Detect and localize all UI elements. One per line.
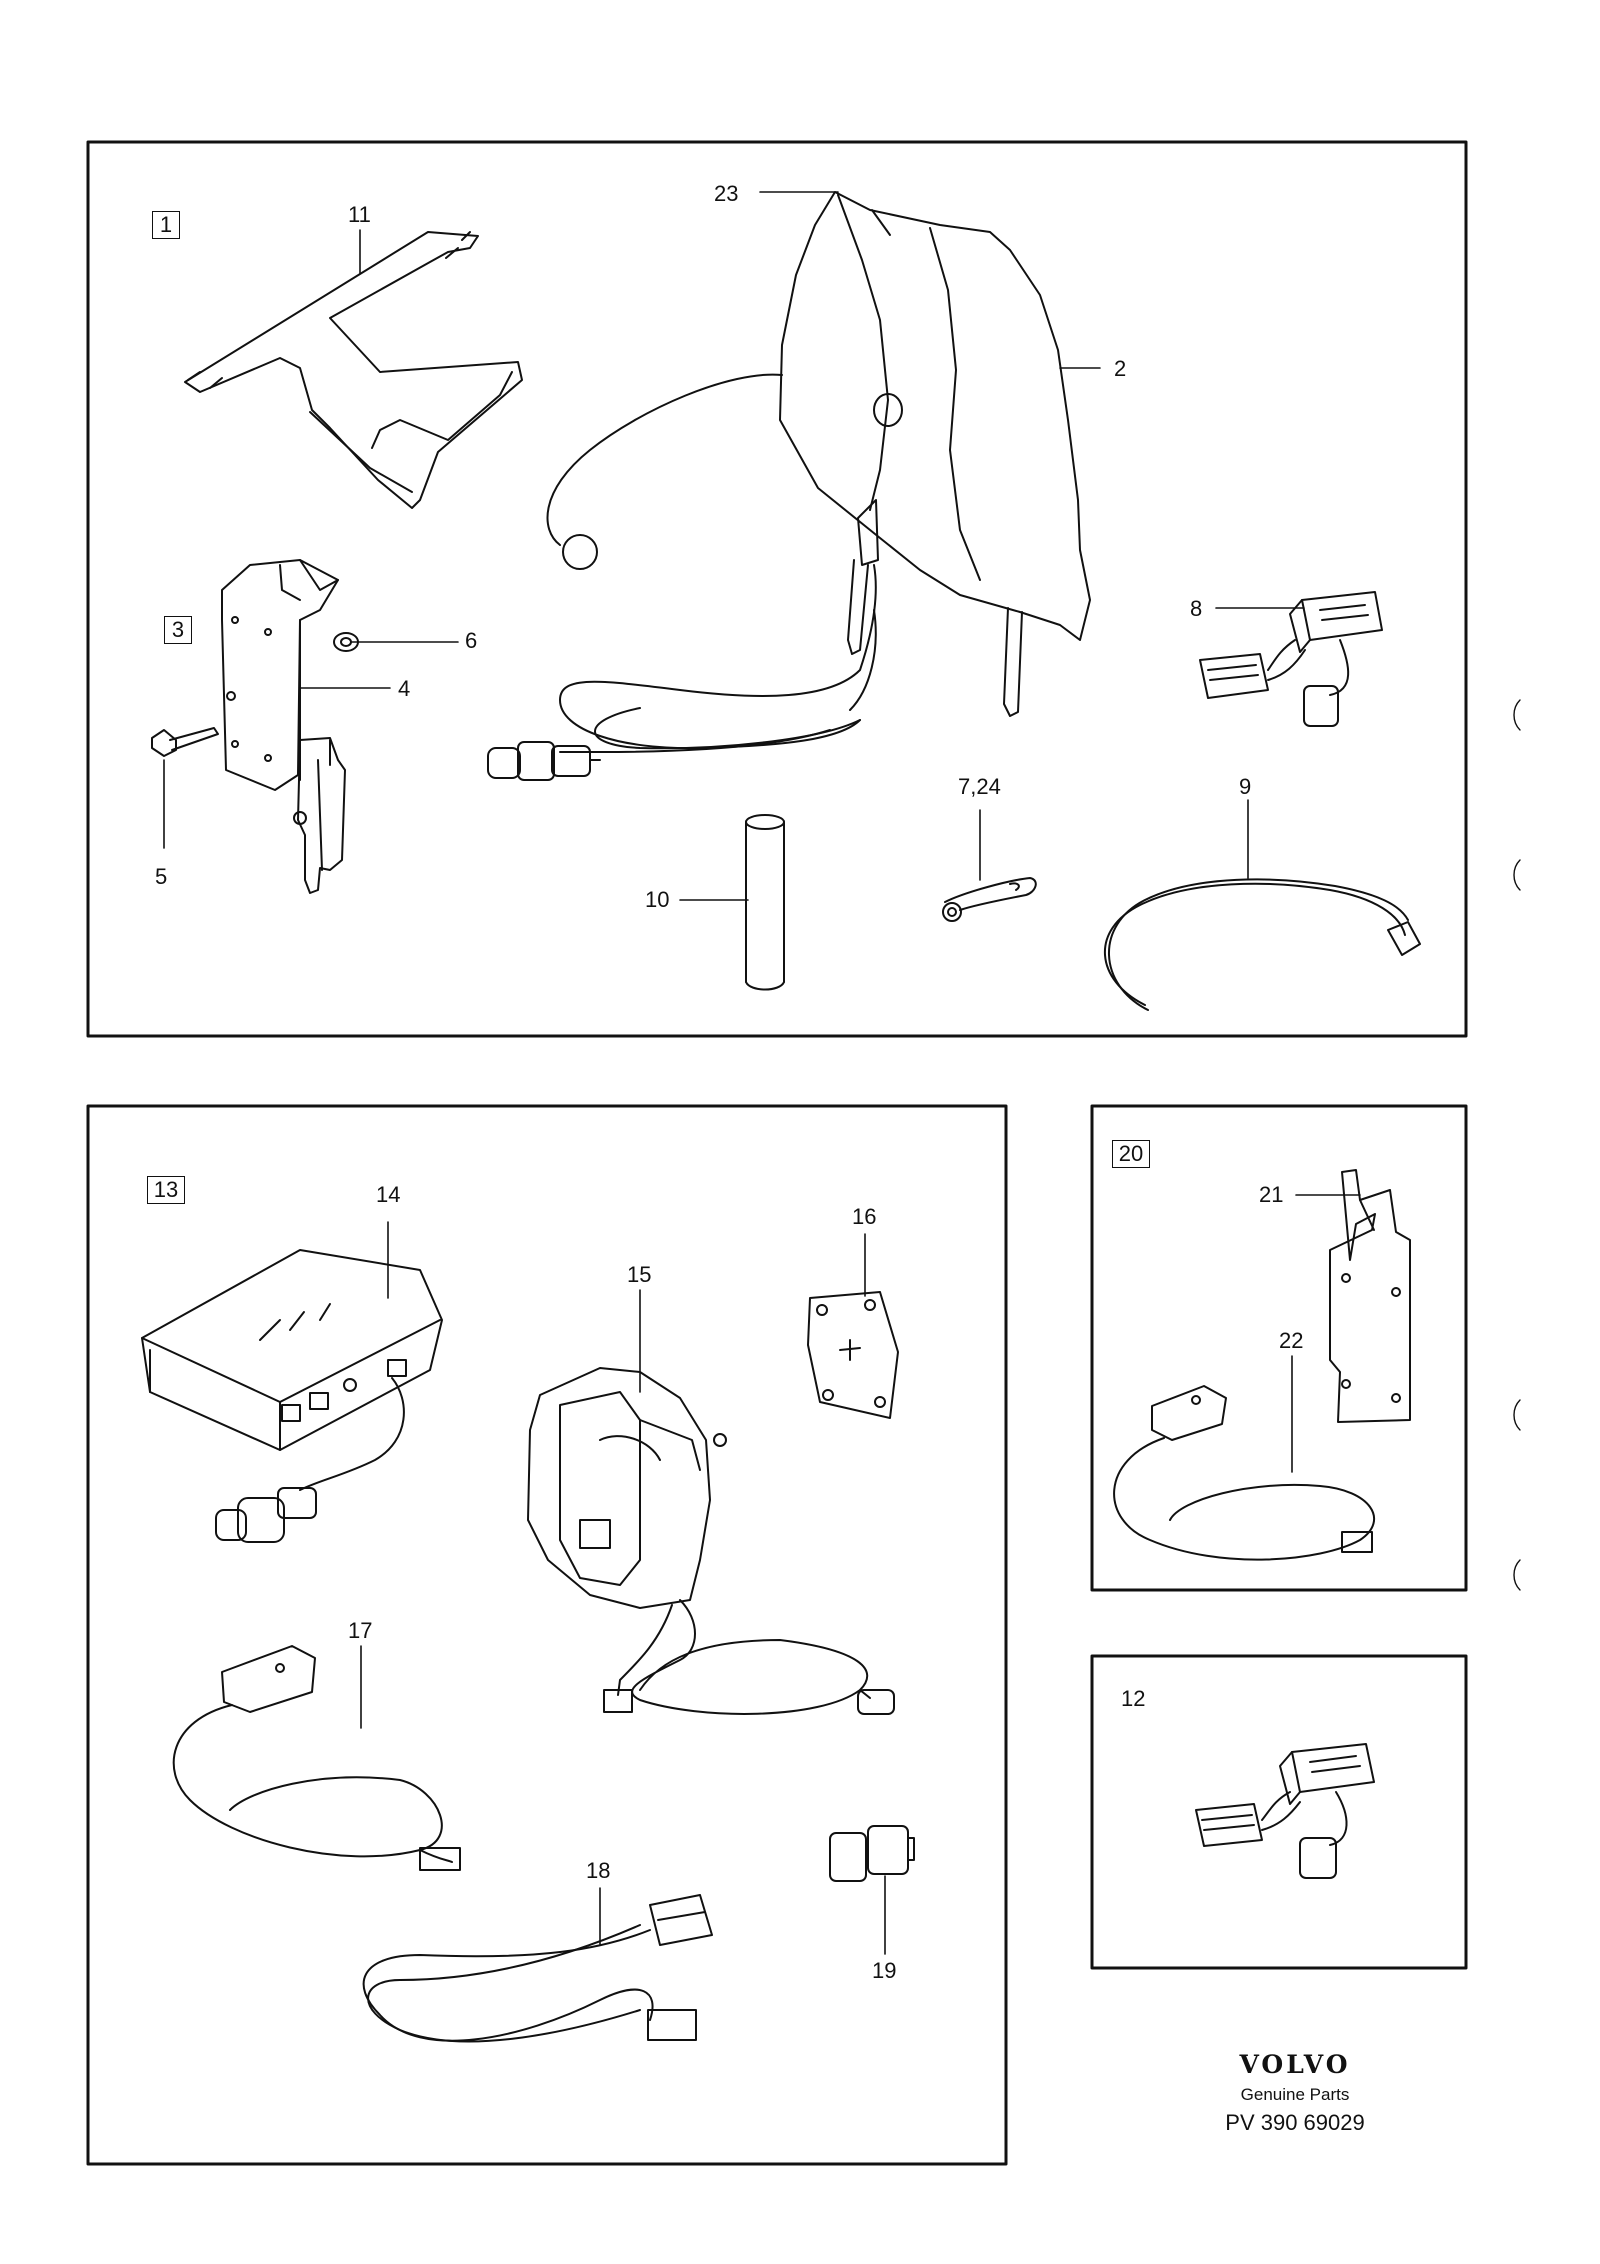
callout-15: 15 xyxy=(627,1262,652,1287)
callout-4: 4 xyxy=(398,676,411,701)
panel-frame-holder xyxy=(1090,1104,1468,1592)
callout-14: 14 xyxy=(376,1182,401,1207)
group-label-3: 3 xyxy=(164,616,192,644)
earpiece-wire xyxy=(546,373,877,753)
brand-subtitle: Genuine Parts xyxy=(1240,2085,1350,2104)
part-15-phone-holder xyxy=(527,1367,895,1715)
part-18-harness xyxy=(362,1894,713,2043)
part-16-plate xyxy=(807,1291,899,1419)
callout-9: 9 xyxy=(1239,774,1252,799)
part-7-24-key-tag xyxy=(942,877,1037,922)
group-label-12: 12 xyxy=(1121,1686,1146,1711)
part-9-cable-tie xyxy=(1103,878,1421,1011)
panel-frame-main xyxy=(86,140,1468,1038)
part-5-screw xyxy=(151,727,219,757)
panel-frame-adapter xyxy=(1090,1654,1468,1970)
part-8-adapter-harness xyxy=(1199,591,1383,727)
callout-17: 17 xyxy=(348,1618,373,1643)
group-label-20: 20 xyxy=(1112,1140,1150,1168)
part-10-tube xyxy=(745,814,785,991)
leader-lines xyxy=(163,191,1361,1955)
panel-frame-modules xyxy=(86,1104,1008,2166)
callout-11: 11 xyxy=(348,202,371,227)
callout-6: 6 xyxy=(465,628,478,653)
diagram-code: PV 390 69029 xyxy=(1225,2110,1365,2135)
callout-18: 18 xyxy=(586,1858,611,1883)
callout-7-24: 7,24 xyxy=(958,774,1001,799)
part-12-adapter xyxy=(1195,1743,1375,1879)
callout-16: 16 xyxy=(852,1204,877,1229)
part-11-bracket xyxy=(184,231,523,509)
part-14-interface-box xyxy=(141,1249,443,1543)
callout-8: 8 xyxy=(1190,596,1203,621)
callout-22: 22 xyxy=(1279,1328,1304,1353)
part-17-microphone-cable xyxy=(172,1645,461,1871)
part-22-microphone-cable xyxy=(1113,1385,1376,1561)
part-4-mounting-plate xyxy=(221,559,346,894)
margin-marks xyxy=(1513,699,1521,1591)
group-label-1: 1 xyxy=(152,211,180,239)
part-connector-cable-end xyxy=(487,741,601,781)
part-2-headrest-cover xyxy=(779,191,1091,717)
part-19-coupler xyxy=(829,1825,915,1882)
callout-23: 23 xyxy=(714,181,739,206)
callout-5: 5 xyxy=(155,864,168,889)
part-21-bracket xyxy=(1329,1169,1411,1423)
callout-21: 21 xyxy=(1259,1182,1284,1207)
callout-19: 19 xyxy=(872,1958,897,1983)
group-label-13: 13 xyxy=(147,1176,185,1204)
callout-2: 2 xyxy=(1114,356,1127,381)
callout-10: 10 xyxy=(645,887,670,912)
brand-logo-text: VOLVO xyxy=(1239,2050,1351,2079)
